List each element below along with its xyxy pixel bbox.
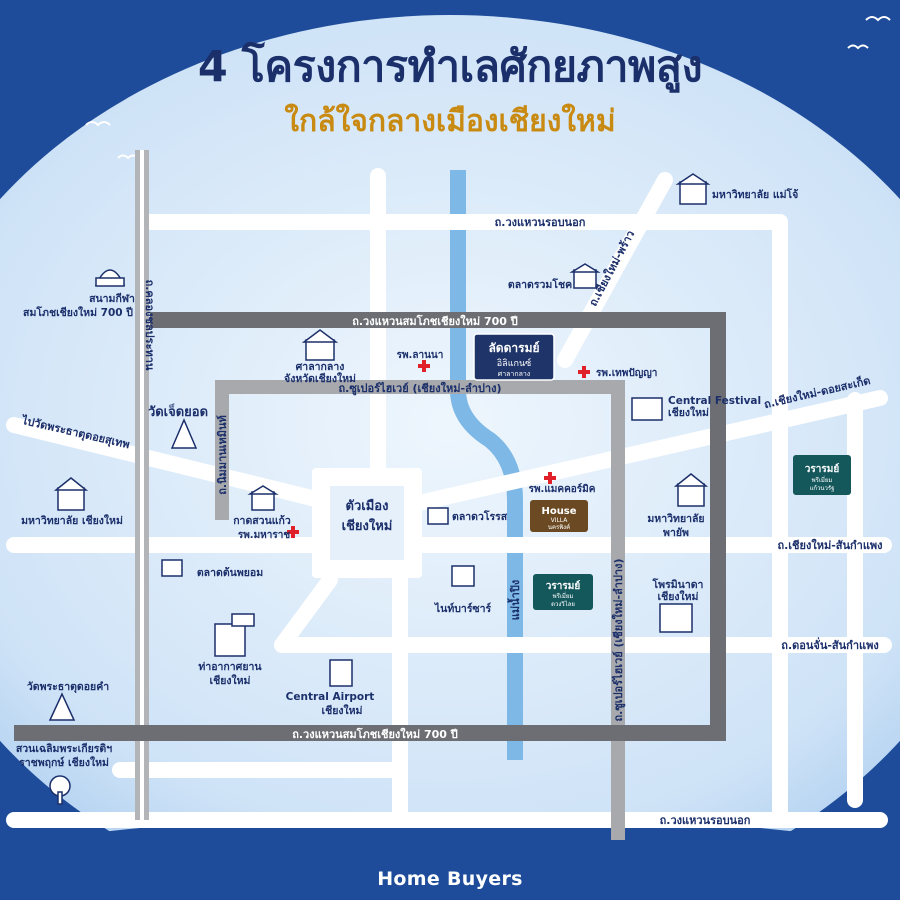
mall-icon-promenada (659, 603, 693, 633)
project-qhouse[interactable]: House VILLA นครพิงค์ (530, 500, 588, 532)
road-label-superhighway-right: ถ.ซูเปอร์ไฮเวย์ (เชียงใหม่-ลำปาง) (611, 558, 626, 721)
page-subtitle: ใกล้ใจกลางเมืองเชียงใหม่ (284, 104, 616, 139)
road-to-doisuthep (6, 417, 328, 508)
city-center-inner (330, 486, 404, 560)
label-central-festival-2: เชียงใหม่ (668, 405, 709, 419)
label-watjedyod: วัดเจ็ดยอด (148, 402, 208, 420)
project-wararom-kn-line3: แก้วนวรัฐ (810, 485, 835, 492)
label-cmu: มหาวิทยาลัย เชียงใหม่ (21, 513, 123, 527)
market-icon-tonphayom (161, 559, 183, 577)
project-wararom-kaewnawarat[interactable]: วรารมย์ พรีเมี่ยม แก้วนวรัฐ (793, 455, 851, 495)
mall-icon-kadsuankaew (247, 485, 279, 511)
label-maejo: มหาวิทยาลัย แม่โจ้ (712, 188, 798, 201)
map-area (0, 15, 900, 900)
label-stadium-2: สมโภชเชียงใหม่ 700 ปี (23, 305, 133, 319)
project-wararom-dw-line3: ดวงวิไลย (551, 600, 575, 608)
road-label-superhighway-top: ถ.ซูเปอร์ไฮเวย์ (เชียงใหม่-ลำปาง) (338, 381, 501, 396)
hospital-icon-lanna (418, 360, 430, 372)
brand-logo: Home Buyers (377, 868, 523, 890)
label-central-airport-2: เชียงใหม่ (322, 703, 363, 717)
road-label-ring700-bottom: ถ.วงแหวนสมโภชเชียงใหม่ 700 ปี (292, 727, 458, 741)
hospital-icon-thepanya (578, 366, 590, 378)
stadium-icon (94, 269, 126, 287)
university-icon-maejo (675, 173, 711, 205)
label-hospital-mccormick: รพ.แมคคอร์มิค (529, 483, 596, 495)
river-label: แม่น้ำปิง (507, 580, 522, 620)
road-label-sankamphaeng: ถ.เชียงใหม่-สันกำแพง (777, 538, 882, 552)
project-qhouse-line2: VILLA (551, 517, 569, 524)
label-ruamchok: ตลาดรวมโชค (508, 278, 572, 291)
label-central-airport-1: Central Airport (286, 691, 375, 703)
road-label-nimman: ถ.นิมมานเหมินท์ (216, 415, 229, 495)
label-cityhall-2: จังหวัดเชียงใหม่ (284, 371, 356, 385)
project-wararom-kn-line1: วรารมย์ (805, 463, 840, 475)
label-citycenter-2: เชียงใหม่ (342, 517, 393, 534)
label-hospital-lanna: รพ.ลานนา (397, 350, 444, 361)
label-hospital-thepanya: รพ.เทพปัญญา (596, 367, 657, 379)
label-rajapruek-1: สวนเฉลิมพระเกียรติฯ (16, 742, 112, 755)
university-icon-payap (673, 473, 709, 507)
project-wararom-duangwilai[interactable]: วรารมย์ พรีเมี่ยม ดวงวิไลย (533, 574, 593, 610)
road-chiangmai-phrao (557, 172, 673, 368)
shop-icon-nightbazaar (451, 565, 475, 587)
project-qhouse-line1: House (541, 506, 576, 517)
market-icon-warorot (427, 507, 449, 525)
label-central-festival-1: Central Festival (668, 395, 761, 407)
label-stadium-1: สนามกีฬา (89, 292, 135, 305)
label-promenada-1: โพรมินาดา (652, 578, 704, 591)
label-cityhall-1: ศาลากลาง (296, 361, 345, 373)
project-wararom-dw-line1: วรารมย์ (546, 580, 581, 592)
footer-wave (0, 812, 900, 900)
label-airport-2: เชียงใหม่ (210, 673, 251, 687)
label-warorot: ตลาดวโรรส (452, 510, 508, 523)
project-ladawan-line1: ลัดดารมย์ (488, 341, 539, 355)
market-icon-ruamchok (569, 263, 601, 289)
label-doikham: วัดพระธาตุดอยคำ (27, 681, 109, 694)
project-ladawan-line2: อิลิแกนซ์ (497, 357, 531, 369)
cityhall-icon (301, 329, 339, 361)
road-label-ring700-top: ถ.วงแหวนสมโภชเชียงใหม่ 700 ปี (352, 314, 518, 328)
page-title: 4 โครงการทำเลศักยภาพสูง (197, 42, 703, 92)
label-airport-1: ท่าอากาศยาน (198, 661, 262, 673)
road-label-canal: ถ.คลองชลประทาน (143, 280, 156, 371)
landmark-icons (48, 173, 711, 805)
road-label-outer-bottom: ถ.วงแหวนรอบนอก (660, 814, 751, 827)
project-qhouse-line3: นครพิงค์ (548, 523, 570, 531)
project-ladawan-line3: ศาลากลาง (498, 370, 530, 378)
temple-icon-doikham (48, 692, 76, 721)
mall-icon-central-festival (631, 397, 663, 421)
temple-icon-jedyod (170, 418, 198, 449)
road-700-ring (14, 312, 726, 741)
birds-decoration (85, 16, 891, 160)
road-southwest (274, 572, 338, 653)
hospital-markers (287, 360, 590, 538)
road-label-donchan: ถ.ดอนจั่น-สันกำแพง (781, 637, 878, 652)
label-rajapruek-2: ราชพฤกษ์ เชียงใหม่ (19, 755, 109, 769)
label-citycenter-1: ตัวเมือง (346, 498, 389, 514)
label-kadsuankaew: กาดสวนแก้ว (233, 514, 291, 527)
project-ladawan[interactable]: ลัดดารมย์ อิลิแกนซ์ ศาลากลาง (473, 333, 555, 381)
road-superhighway (215, 380, 625, 840)
project-wararom-dw-line2: พรีเมี่ยม (553, 592, 574, 600)
mall-icon-central-airport (329, 659, 353, 687)
label-hospital-maharaj: รพ.มหาราช (238, 530, 291, 541)
hospital-icon-mccormick (544, 472, 556, 484)
road-label-outer-top: ถ.วงแหวนรอบนอก (495, 216, 586, 229)
project-wararom-kn-line2: พรีเมี่ยม (812, 476, 833, 484)
airport-icon (214, 613, 255, 657)
label-nightbazaar: ไนท์บาร์ซาร์ (434, 602, 492, 615)
park-icon-rajapruek (49, 775, 71, 805)
label-payap-2: พายัพ (663, 527, 689, 539)
label-tonphayom: ตลาดต้นพยอม (197, 566, 263, 579)
label-promenada-2: เชียงใหม่ (658, 589, 699, 603)
road-chiangmai-doisaket (402, 390, 888, 513)
hospital-icon-maharaj (287, 526, 299, 538)
university-icon-cmu (53, 477, 89, 511)
label-payap-1: มหาวิทยาลัย (647, 513, 704, 525)
